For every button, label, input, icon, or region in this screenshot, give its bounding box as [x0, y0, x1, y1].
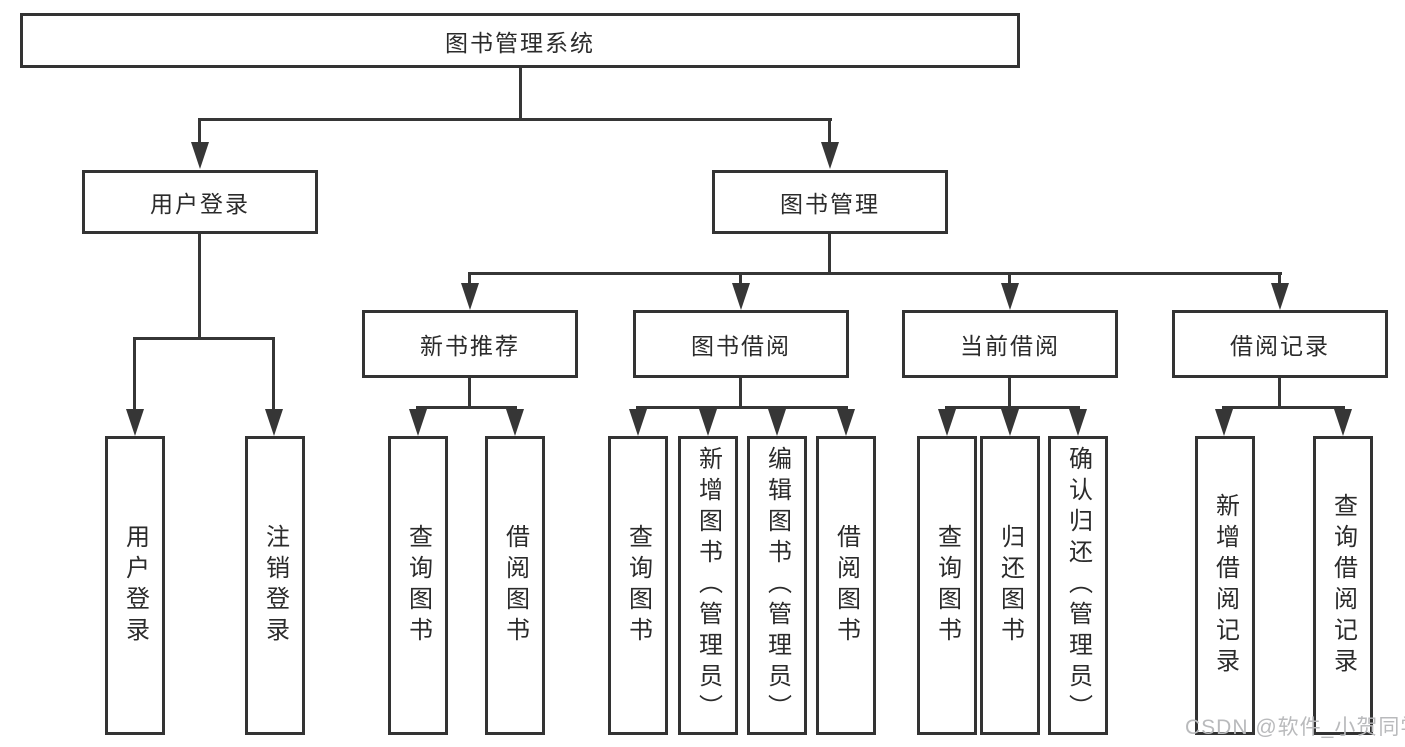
leaf-cb-query-books: 查询图书	[917, 436, 977, 735]
arrowhead-bb-add	[699, 409, 717, 436]
connector-current-borrow-rail	[945, 406, 1080, 409]
arrowhead-bb-edit	[768, 409, 786, 436]
leaf-bb-query-books: 查询图书	[608, 436, 668, 735]
connector-new-books-drop	[468, 272, 471, 284]
connector-book-mgmt-drop	[828, 118, 831, 142]
connector-login-leaf-drop	[133, 337, 136, 410]
leaf-bb-edit-books-admin-label: 编辑图书（管理员）	[763, 446, 791, 725]
arrowhead-book-mgmt	[821, 142, 839, 169]
node-root-label: 图书管理系统	[445, 29, 595, 56]
connector-user-login-rail	[133, 337, 275, 340]
node-current-borrowing: 当前借阅	[902, 310, 1118, 378]
leaf-user-login: 用户登录	[105, 436, 165, 735]
leaf-bb-query-books-label: 查询图书	[624, 523, 652, 648]
leaf-bb-borrow-books: 借阅图书	[816, 436, 876, 735]
connector-root-stem	[519, 68, 522, 118]
leaf-user-login-label: 用户登录	[121, 523, 149, 648]
arrowhead-br-query	[1334, 409, 1352, 436]
arrowhead-book-borrow	[732, 283, 750, 310]
connector-new-books-rail	[416, 406, 517, 409]
node-book-borrowing-label: 图书借阅	[691, 333, 791, 359]
connector-borrow-records-rail	[1222, 406, 1345, 409]
node-borrowing-records-label: 借阅记录	[1230, 333, 1330, 359]
leaf-nb-borrow-books: 借阅图书	[485, 436, 545, 735]
arrowhead-new-books	[461, 283, 479, 310]
connector-current-borrow-stem	[1008, 378, 1011, 406]
leaf-bb-borrow-books-label: 借阅图书	[832, 523, 860, 648]
connector-logout-leaf-drop	[272, 337, 275, 410]
connector-book-borrow-drop	[739, 272, 742, 284]
connector-user-login-stem	[198, 234, 201, 337]
node-root: 图书管理系统	[20, 13, 1020, 68]
arrowhead-current-borrow	[1001, 283, 1019, 310]
csdn-watermark: CSDN @软件_小贺同学	[1185, 716, 1405, 739]
leaf-br-query-record: 查询借阅记录	[1313, 436, 1373, 735]
leaf-cb-query-books-label: 查询图书	[933, 523, 961, 648]
arrowhead-br-add	[1215, 409, 1233, 436]
arrowhead-cb-return	[1001, 409, 1019, 436]
node-book-management: 图书管理	[712, 170, 948, 234]
node-borrowing-records: 借阅记录	[1172, 310, 1388, 378]
leaf-br-query-record-label: 查询借阅记录	[1329, 492, 1357, 679]
connector-borrow-records-drop	[1278, 272, 1281, 284]
leaf-cb-return-books: 归还图书	[980, 436, 1040, 735]
leaf-nb-query-books-label: 查询图书	[404, 523, 432, 648]
arrowhead-bb-query	[629, 409, 647, 436]
node-new-book-recommend: 新书推荐	[362, 310, 578, 378]
arrowhead-cb-confirm	[1069, 409, 1087, 436]
connector-book-borrow-stem	[739, 378, 742, 406]
leaf-bb-add-books-admin: 新增图书（管理员）	[678, 436, 738, 735]
connector-new-books-stem	[468, 378, 471, 406]
arrowhead-login-leaf	[126, 409, 144, 436]
arrowhead-borrow-records	[1271, 283, 1289, 310]
leaf-cb-confirm-return-admin: 确认归还（管理员）	[1048, 436, 1108, 735]
arrowhead-bb-borrow	[837, 409, 855, 436]
connector-book-borrow-rail	[636, 406, 848, 409]
arrowhead-user-login	[191, 142, 209, 169]
connector-book-mgmt-rail	[468, 272, 1282, 275]
leaf-nb-borrow-books-label: 借阅图书	[501, 523, 529, 648]
leaf-br-add-record: 新增借阅记录	[1195, 436, 1255, 735]
connector-user-login-drop	[198, 118, 201, 142]
leaf-br-add-record-label: 新增借阅记录	[1211, 492, 1239, 679]
arrowhead-nb-borrow	[506, 409, 524, 436]
node-book-management-label: 图书管理	[780, 191, 880, 217]
leaf-nb-query-books: 查询图书	[388, 436, 448, 735]
leaf-bb-add-books-admin-label: 新增图书（管理员）	[694, 446, 722, 725]
node-user-login-label: 用户登录	[150, 191, 250, 217]
leaf-bb-edit-books-admin: 编辑图书（管理员）	[747, 436, 807, 735]
connector-book-mgmt-stem	[828, 234, 831, 275]
connector-current-borrow-drop	[1008, 272, 1011, 284]
arrowhead-cb-query	[938, 409, 956, 436]
node-current-borrowing-label: 当前借阅	[960, 333, 1060, 359]
node-book-borrowing: 图书借阅	[633, 310, 849, 378]
leaf-cb-return-books-label: 归还图书	[996, 523, 1024, 648]
leaf-logout-label: 注销登录	[261, 523, 289, 648]
leaf-cb-confirm-return-admin-label: 确认归还（管理员）	[1064, 446, 1092, 725]
leaf-logout: 注销登录	[245, 436, 305, 735]
arrowhead-nb-query	[409, 409, 427, 436]
arrowhead-logout-leaf	[265, 409, 283, 436]
connector-root-rail	[198, 118, 832, 121]
connector-borrow-records-stem	[1278, 378, 1281, 406]
node-user-login: 用户登录	[82, 170, 318, 234]
node-new-book-recommend-label: 新书推荐	[420, 333, 520, 359]
